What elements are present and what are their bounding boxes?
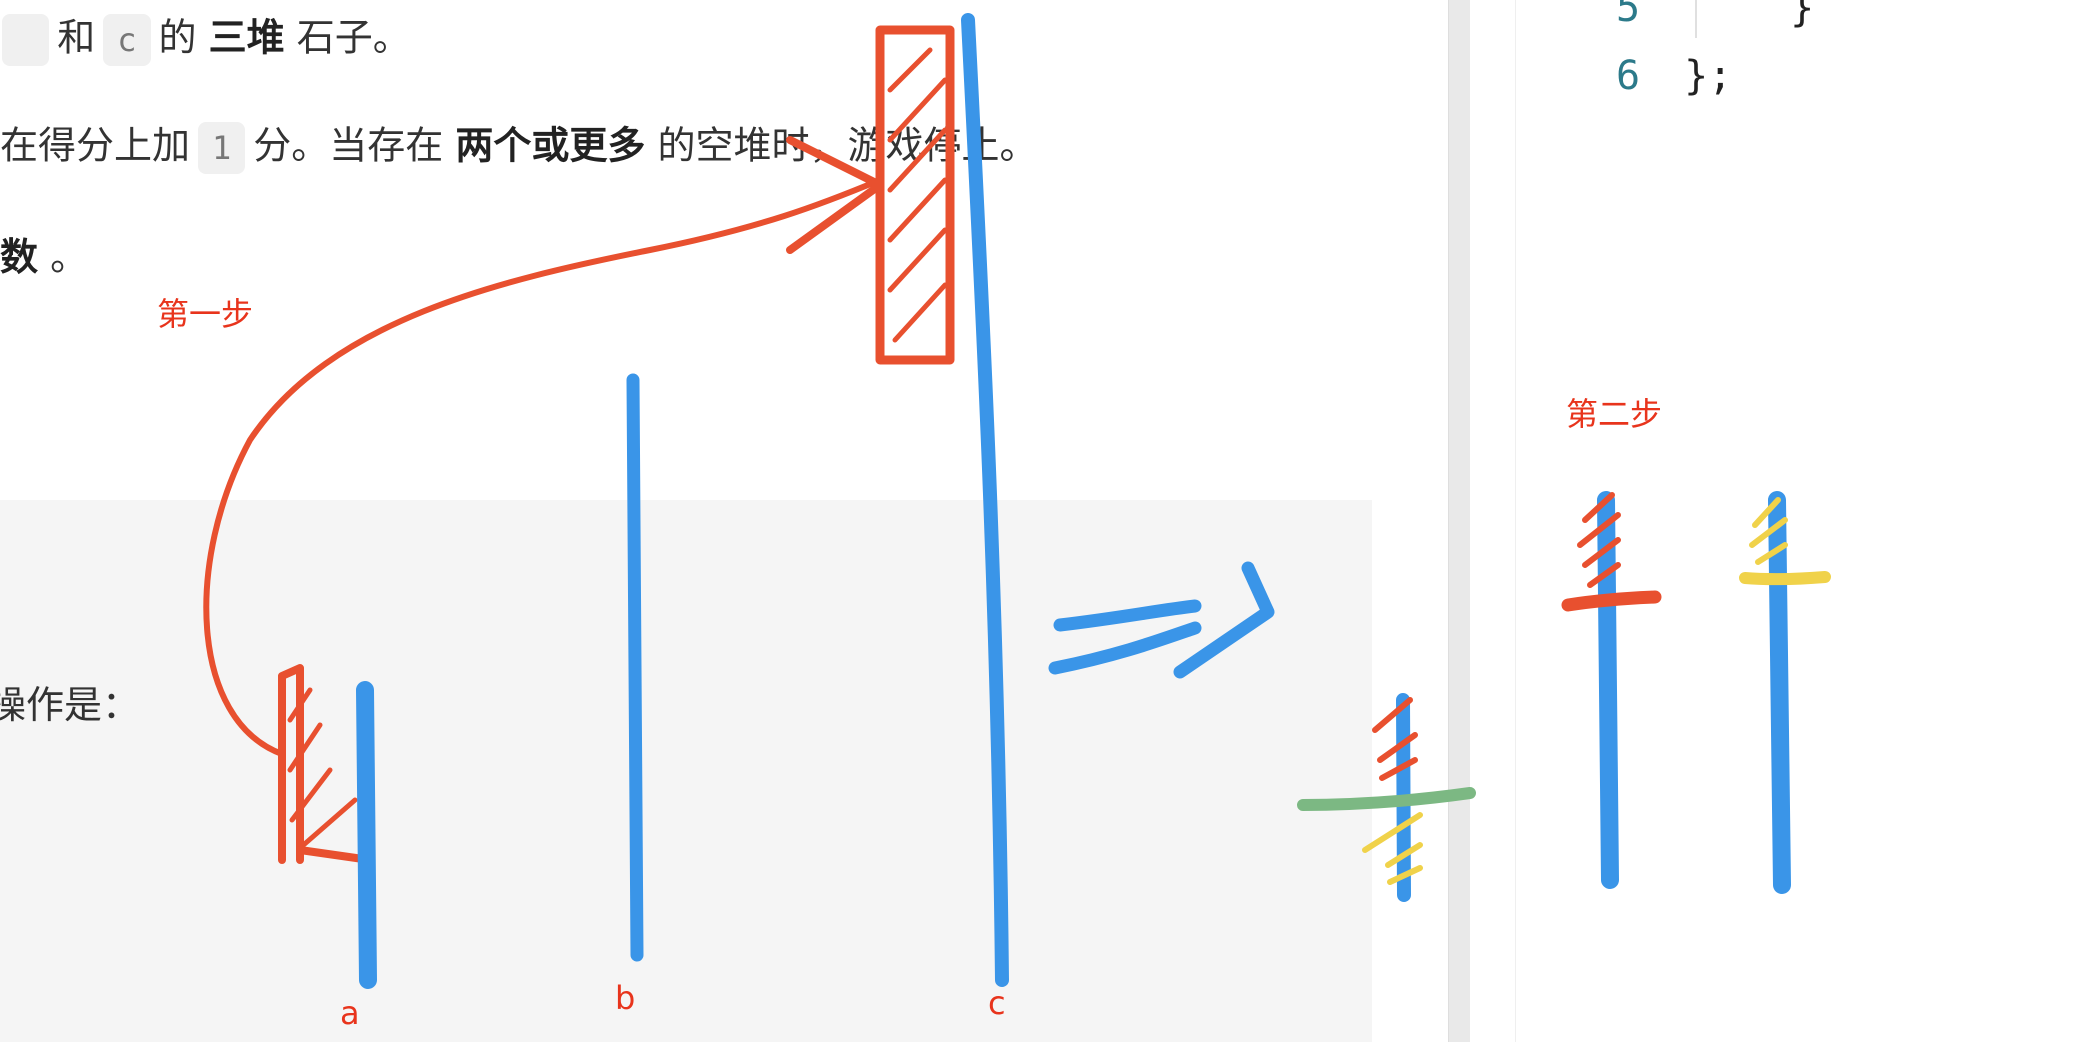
text-stones: 石子。 [296,15,411,60]
line-number: 6 [1616,53,1641,99]
example-box [0,500,1372,1042]
step2-pile-left-stick [1597,491,1619,889]
pile-c-stick [961,13,1009,987]
code-line-5[interactable]: 5} [1616,0,1814,28]
step2-yellow-hatch [1749,497,1788,565]
small-pile-red-hatch [1372,697,1418,781]
text-of: 的 [158,15,197,60]
transfer-arrow-curve [203,177,883,757]
pile-b-label: b [615,979,636,1017]
line-number: 5 [1616,0,1641,31]
pile-c-moved-stones-box [875,25,955,365]
step2-red-hatch [1577,492,1621,588]
pile-b-stick [626,373,644,962]
code-text[interactable]: }; [1684,53,1733,99]
pile-a-label: a [340,994,360,1032]
step2-red-bar [1561,590,1662,612]
bold-number: 数 [0,235,39,279]
step2-pile-right-stick [1768,491,1791,894]
inline-code-c: c [103,14,151,66]
pile-c-hatch [887,47,948,343]
inline-code-1: 1 [198,122,246,174]
description-line-3: 数 。 [0,238,88,276]
code-text[interactable]: } [1790,0,1815,31]
implies-arrow-line-top [1053,599,1202,632]
text-period: 。 [50,235,89,279]
step2-label: 第二步 [1566,395,1663,433]
pile-a-removed-stones-box [278,664,304,864]
text-add-score: 在得分上加 [0,123,191,168]
pile-a-stick [356,681,377,989]
small-pile-yellow-hatch [1362,812,1423,885]
implies-arrowhead [1173,561,1275,679]
text-when-exists: 分。当存在 [253,123,444,168]
step2-yellow-bar [1739,571,1831,586]
bold-three-piles: 三堆 [208,15,285,60]
indent-guide [1695,0,1697,38]
inline-code-b-partial [2,14,50,66]
pile-c-label: c [988,984,1006,1022]
text-and: 和 [57,15,96,60]
code-line-6[interactable]: 6}; [1616,56,1732,96]
text-operation-is: 操作是： [0,683,141,727]
step1-label: 第一步 [157,295,254,333]
pile-a-hatch [287,687,358,851]
implies-arrow-line-bottom [1048,621,1202,675]
description-line-4: 操作是： [0,686,140,724]
bold-two-or-more: 两个或更多 [455,123,646,168]
editor-gutter-border [1515,0,1516,1042]
small-pile-green-line [1297,787,1476,811]
